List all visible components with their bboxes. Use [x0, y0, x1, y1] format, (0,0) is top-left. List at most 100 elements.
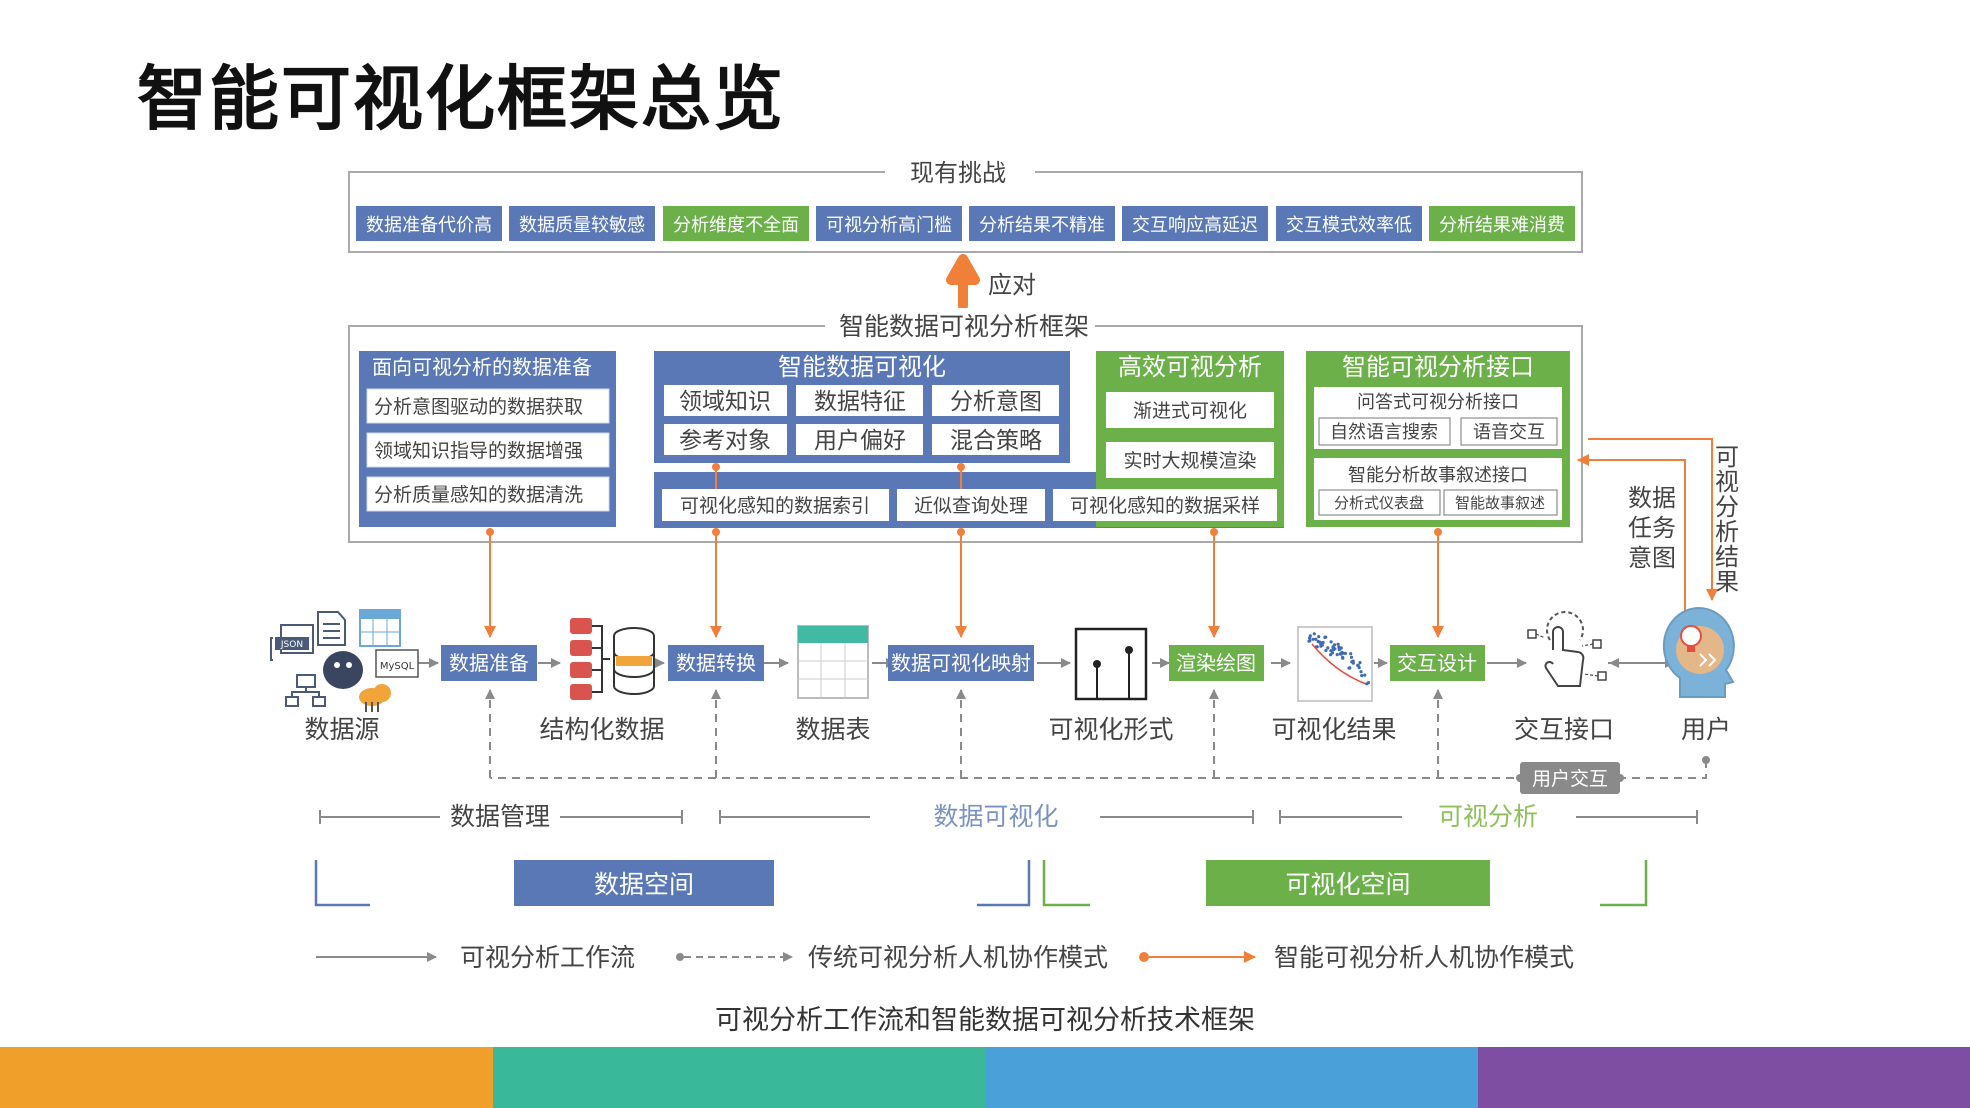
- svg-text:交互响应高延迟: 交互响应高延迟: [1132, 215, 1258, 236]
- challenges-title: 现有挑战: [910, 159, 1006, 187]
- svg-text:分析意图驱动的数据获取: 分析意图驱动的数据获取: [374, 396, 583, 418]
- svg-text:视: 视: [1715, 468, 1739, 496]
- page-title: 智能可视化框架总览: [137, 58, 785, 140]
- phase-data-management: 数据管理: [319, 802, 683, 831]
- legend-workflow: 可视分析工作流: [316, 943, 635, 972]
- node-vis-form: 可视化形式: [1048, 715, 1173, 744]
- svg-text:可视化感知的数据采样: 可视化感知的数据采样: [1070, 495, 1260, 517]
- svg-text:数据可视化: 数据可视化: [933, 802, 1058, 831]
- svg-text:可视分析: 可视分析: [1438, 802, 1538, 831]
- svg-text:传统可视分析人机协作模式: 传统可视分析人机协作模式: [808, 943, 1108, 972]
- svg-text:用户交互: 用户交互: [1532, 768, 1608, 790]
- vis-form-icon: [1074, 627, 1148, 701]
- svg-text:可视化感知的数据索引: 可视化感知的数据索引: [680, 495, 870, 517]
- smart-vis-box: 智能数据可视化 领域知识 数据特征 分析意图 参考对象 用户偏好 混合策略: [654, 351, 1070, 463]
- svg-text:交互设计: 交互设计: [1397, 651, 1477, 675]
- user-head-icon: [1662, 607, 1735, 698]
- legend-traditional: 传统可视分析人机协作模式: [676, 943, 1108, 972]
- footer-segment-purple: [1477, 1047, 1970, 1108]
- svg-text:果: 果: [1715, 568, 1739, 596]
- figure-caption: 可视分析工作流和智能数据可视分析技术框架: [715, 1005, 1255, 1036]
- step-data-prep: 数据准备: [441, 645, 537, 681]
- footer-segment-blue: [985, 1047, 1478, 1108]
- framework-panel: 智能数据可视分析框架 面向可视分析的数据准备 分析意图驱动的数据获取 领域知识指…: [348, 308, 1583, 543]
- step-rendering: 渲染绘图: [1169, 645, 1264, 681]
- svg-text:问答式可视分析接口: 问答式可视分析接口: [1357, 392, 1519, 413]
- svg-text:析: 析: [1715, 518, 1739, 546]
- node-data-table: 数据表: [795, 715, 870, 744]
- user-interaction-badge: 用户交互: [1516, 762, 1624, 794]
- touch-interface-icon: [1527, 611, 1607, 687]
- smart-vis-title: 智能数据可视化: [778, 353, 946, 381]
- challenge-tag-3: 分析维度不全面: [663, 206, 809, 241]
- svg-text:数据: 数据: [1628, 484, 1676, 512]
- mysql-badge: MySQL: [380, 661, 415, 672]
- svg-text:可视分析工作流: 可视分析工作流: [460, 943, 635, 972]
- user-feedback-arrows: [1577, 438, 1718, 618]
- challenges-panel: 现有挑战 数据准备代价高 数据质量较敏感 分析维度不全面 可视分析高门槛 分析结…: [348, 156, 1583, 253]
- svg-text:渐进式可视化: 渐进式可视化: [1133, 400, 1247, 422]
- node-user: 用户: [1681, 715, 1731, 744]
- svg-text:任务: 任务: [1628, 514, 1676, 542]
- vis-space: 可视化空间: [1042, 860, 1648, 907]
- node-structured-data: 结构化数据: [539, 715, 664, 744]
- challenge-tag-7: 交互模式效率低: [1276, 206, 1422, 241]
- svg-text:可视化空间: 可视化空间: [1285, 870, 1410, 899]
- efficient-title: 高效可视分析: [1118, 353, 1262, 381]
- phase-data-vis: 数据可视化: [719, 802, 1254, 831]
- svg-text:数据准备: 数据准备: [449, 651, 529, 675]
- svg-text:可视分析高门槛: 可视分析高门槛: [826, 215, 952, 236]
- footer-segment-teal: [492, 1047, 985, 1108]
- interface-title: 智能可视分析接口: [1342, 353, 1534, 381]
- svg-text:交互模式效率低: 交互模式效率低: [1286, 215, 1412, 236]
- legend-smart: 智能可视分析人机协作模式: [1139, 943, 1574, 972]
- svg-text:自然语言搜索: 自然语言搜索: [1330, 422, 1438, 443]
- svg-text:数据特征: 数据特征: [814, 389, 906, 415]
- svg-text:领域知识指导的数据增强: 领域知识指导的数据增强: [374, 440, 583, 462]
- response-arrow: 应对: [946, 254, 1036, 311]
- data-space: 数据空间: [314, 860, 1031, 907]
- phase-vis-analysis: 可视分析: [1279, 802, 1698, 831]
- framework-to-pipeline-arrows: [484, 528, 1444, 638]
- data-table-icon: [797, 625, 869, 699]
- svg-text:分析维度不全面: 分析维度不全面: [673, 215, 799, 236]
- challenge-tag-6: 交互响应高延迟: [1122, 206, 1268, 241]
- svg-text:近似查询处理: 近似查询处理: [914, 495, 1028, 517]
- svg-text:智能故事叙述: 智能故事叙述: [1455, 494, 1545, 512]
- challenge-tag-1: 数据准备代价高: [356, 206, 502, 241]
- node-vis-result: 可视化结果: [1271, 715, 1396, 744]
- smart-interface-box: 智能可视分析接口 问答式可视分析接口 自然语言搜索 语音交互 智能分析故事叙述接…: [1306, 351, 1570, 527]
- json-badge: JSON: [280, 640, 303, 650]
- bottom-row: 可视化感知的数据索引 近似查询处理 可视化感知的数据采样: [662, 489, 1277, 521]
- footer-color-bar: [0, 1047, 1970, 1108]
- svg-text:分析式仪表盘: 分析式仪表盘: [1334, 494, 1424, 512]
- response-label: 应对: [988, 271, 1036, 299]
- task-intent-label: 数据 任务 意图: [1628, 484, 1676, 572]
- node-data-source: 数据源: [304, 715, 379, 744]
- challenge-tag-5: 分析结果不精准: [969, 206, 1115, 241]
- svg-text:渲染绘图: 渲染绘图: [1176, 651, 1256, 675]
- svg-text:语音交互: 语音交互: [1473, 422, 1545, 443]
- framework-diagram: 现有挑战 数据准备代价高 数据质量较敏感 分析维度不全面 可视分析高门槛 分析结…: [270, 156, 1739, 972]
- svg-text:数据空间: 数据空间: [594, 870, 694, 899]
- svg-text:数据管理: 数据管理: [450, 802, 550, 831]
- data-prep-box: 面向可视分析的数据准备 分析意图驱动的数据获取 领域知识指导的数据增强 分析质量…: [359, 351, 616, 527]
- svg-text:智能分析故事叙述接口: 智能分析故事叙述接口: [1348, 465, 1528, 486]
- svg-text:可: 可: [1715, 443, 1739, 471]
- svg-text:智能可视分析人机协作模式: 智能可视分析人机协作模式: [1274, 943, 1574, 972]
- data-prep-title: 面向可视分析的数据准备: [372, 355, 592, 379]
- framework-title: 智能数据可视分析框架: [839, 312, 1089, 341]
- svg-text:数据质量较敏感: 数据质量较敏感: [519, 215, 645, 236]
- step-interaction-design: 交互设计: [1390, 645, 1485, 681]
- svg-text:领域知识: 领域知识: [679, 389, 771, 415]
- svg-text:分析质量感知的数据清洗: 分析质量感知的数据清洗: [374, 484, 583, 506]
- structured-data-icon: [570, 618, 655, 700]
- svg-text:分析意图: 分析意图: [950, 389, 1042, 415]
- svg-text:意图: 意图: [1628, 544, 1676, 572]
- svg-text:分: 分: [1715, 493, 1739, 521]
- svg-text:数据准备代价高: 数据准备代价高: [366, 215, 492, 236]
- vis-result-label: 可 视 分 析 结 果: [1715, 443, 1739, 596]
- traditional-loop: [485, 689, 1707, 779]
- data-source-icon: JSON MySQL: [270, 609, 419, 712]
- svg-text:混合策略: 混合策略: [950, 428, 1042, 454]
